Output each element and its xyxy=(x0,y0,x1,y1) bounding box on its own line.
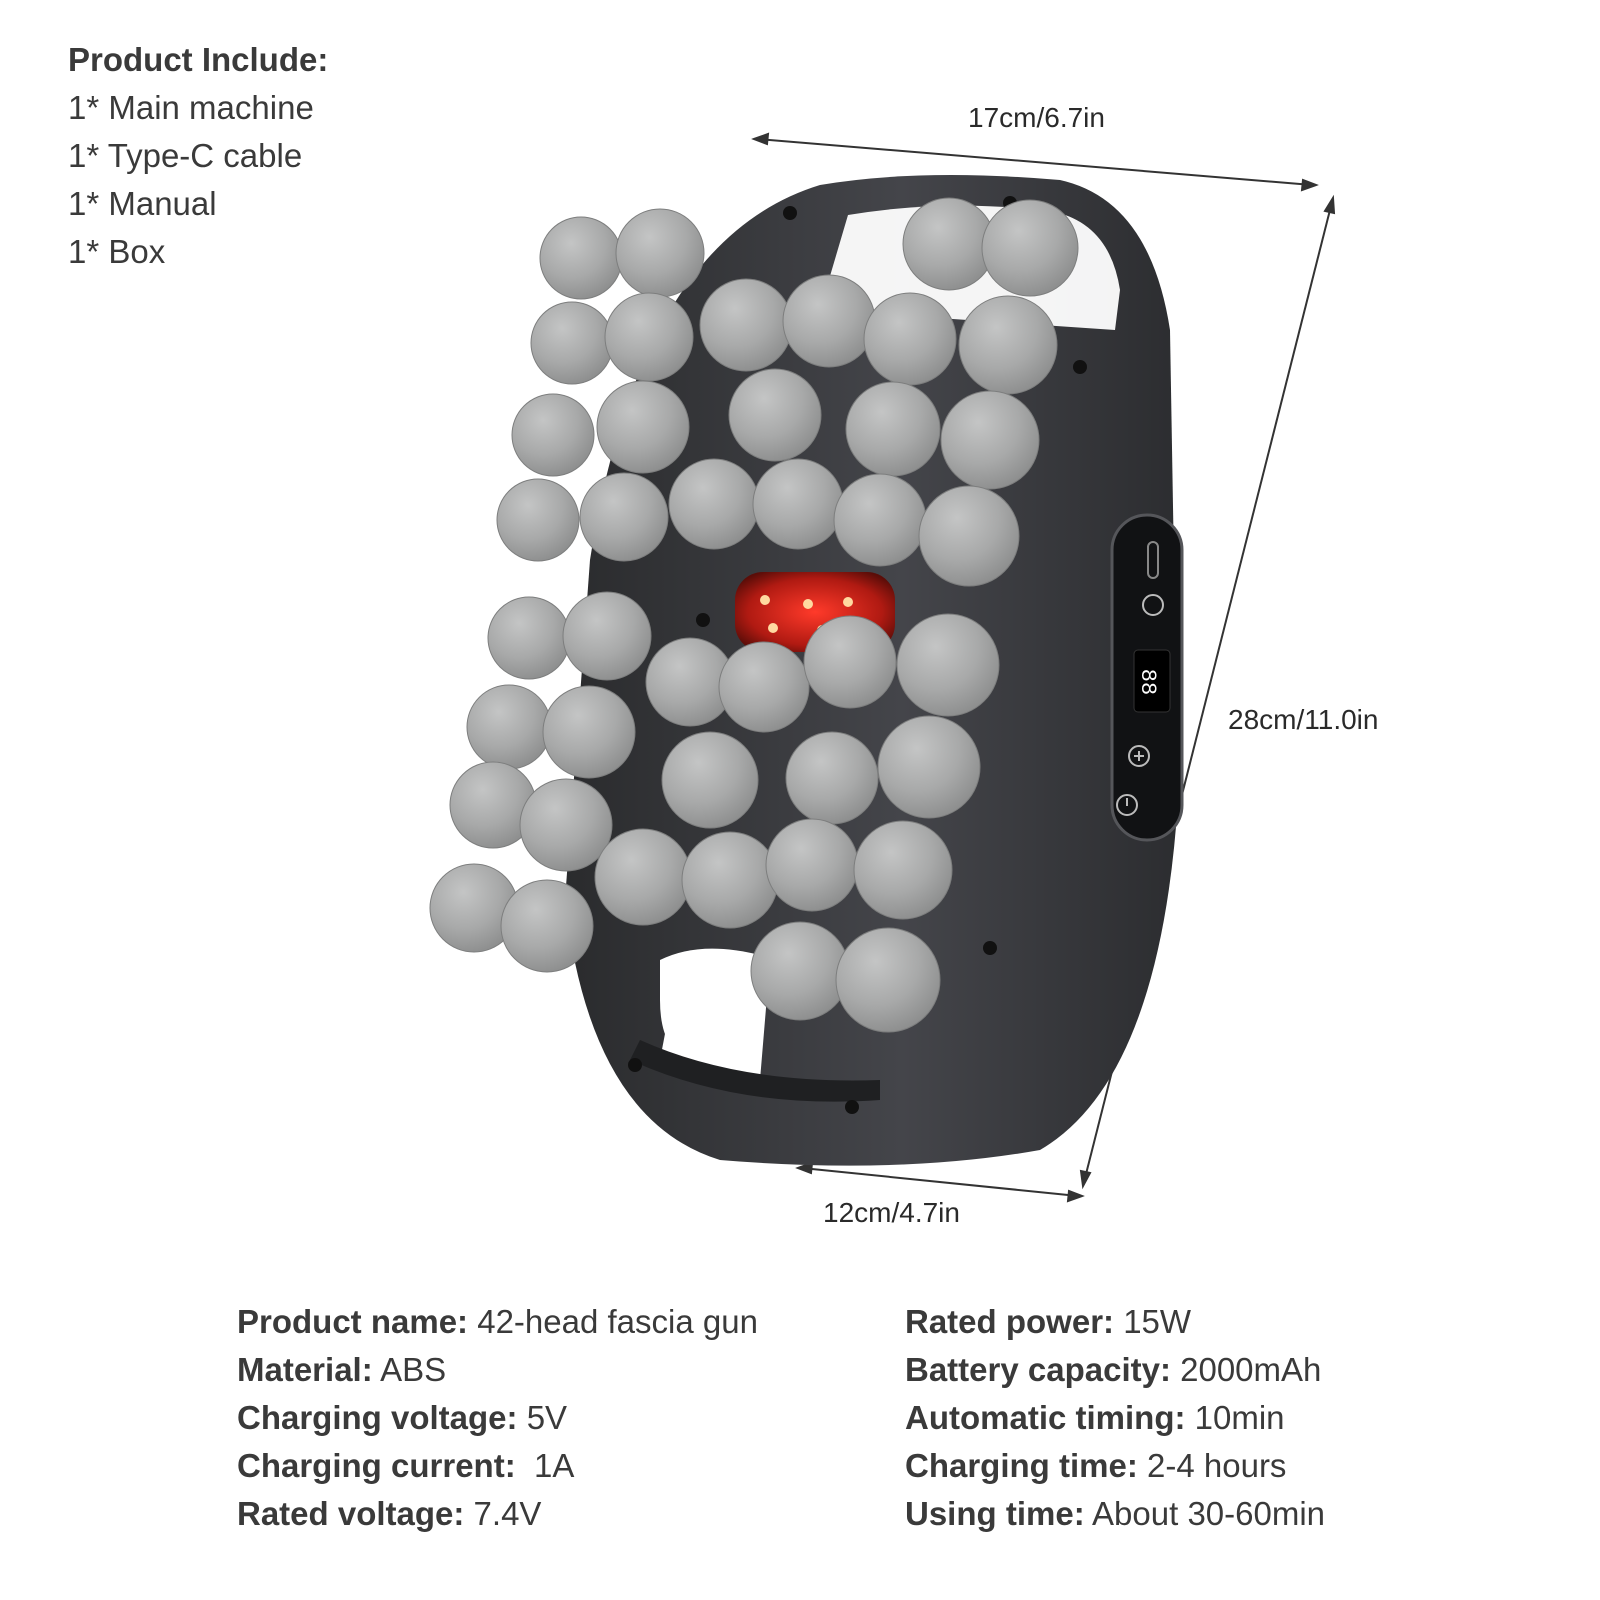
spec-label: Charging current: xyxy=(237,1447,516,1484)
dimension-depth-label: 12cm/4.7in xyxy=(823,1197,960,1228)
include-item: 1* Type-C cable xyxy=(68,137,303,174)
massage-head-ball xyxy=(579,472,669,562)
massage-head-ball xyxy=(596,380,690,474)
spec-label: Rated power: xyxy=(905,1303,1115,1340)
massage-head-ball xyxy=(785,731,879,825)
massage-head-ball xyxy=(896,613,1000,717)
spec-row: Charging time: 2-4 hours xyxy=(905,1442,1325,1490)
dimension-height-label: 28cm/11.0in xyxy=(1228,704,1379,735)
massage-head-ball xyxy=(940,390,1040,490)
massage-head-ball xyxy=(668,458,760,550)
massage-head-ball xyxy=(863,292,957,386)
spec-value: 2000mAh xyxy=(1180,1351,1322,1388)
massage-head-ball xyxy=(466,684,552,770)
product-include-heading: Product Include: xyxy=(68,41,329,78)
specs-left-column: Product name: 42-head fascia gun Materia… xyxy=(237,1298,758,1538)
massage-head-ball xyxy=(661,731,759,829)
spec-row: Battery capacity: 2000mAh xyxy=(905,1346,1325,1394)
control-panel: 88 xyxy=(1110,513,1184,842)
spec-label: Charging time: xyxy=(905,1447,1138,1484)
massage-head-ball xyxy=(511,393,595,477)
spec-row: Material: ABS xyxy=(237,1346,758,1394)
massage-head-ball xyxy=(750,921,850,1021)
spec-value: About 30-60min xyxy=(1092,1495,1326,1532)
massage-head-ball xyxy=(699,278,793,372)
massage-head-ball xyxy=(835,927,941,1033)
spec-value: 2-4 hours xyxy=(1147,1447,1287,1484)
massage-head-ball xyxy=(542,685,636,779)
massage-head-ball xyxy=(615,208,705,298)
include-item: 1* Manual xyxy=(68,185,217,222)
spec-label: Battery capacity: xyxy=(905,1351,1171,1388)
plus-icon xyxy=(1128,745,1150,767)
massage-head-ball xyxy=(845,381,941,477)
massage-head-ball xyxy=(604,292,694,382)
include-item: 1* Box xyxy=(68,233,166,270)
mode-icon xyxy=(1142,594,1164,616)
dimension-width-label: 17cm/6.7in xyxy=(968,102,1105,133)
spec-value: 42-head fascia gun xyxy=(477,1303,758,1340)
spec-value: 7.4V xyxy=(473,1495,542,1532)
massage-heads xyxy=(429,197,1079,1033)
spec-label: Product name: xyxy=(237,1303,469,1340)
massage-head-ball xyxy=(728,368,822,462)
spec-label: Rated voltage: xyxy=(237,1495,465,1532)
digital-display xyxy=(1133,649,1171,713)
massage-head-ball xyxy=(500,879,594,973)
massage-head-ball xyxy=(718,641,810,733)
spec-row: Product name: 42-head fascia gun xyxy=(237,1298,758,1346)
spec-row: Automatic timing: 10min xyxy=(905,1394,1325,1442)
spec-row: Rated voltage: 7.4V xyxy=(237,1490,758,1538)
massage-head-ball xyxy=(958,295,1058,395)
massage-head-ball xyxy=(918,485,1020,587)
massage-head-ball xyxy=(539,216,623,300)
massage-head-ball xyxy=(765,818,859,912)
massage-head-ball xyxy=(782,274,876,368)
massage-head-ball xyxy=(519,778,613,872)
spec-value: 5V xyxy=(526,1399,568,1436)
spec-row: Rated power: 15W xyxy=(905,1298,1325,1346)
massage-head-ball xyxy=(981,199,1079,297)
spec-value: ABS xyxy=(380,1351,447,1388)
display-readout: 88 xyxy=(1135,669,1160,695)
spec-value: 10min xyxy=(1194,1399,1285,1436)
massage-head-ball xyxy=(562,591,652,681)
product-include-list: Product Include: 1* Main machine 1* Type… xyxy=(68,36,328,276)
massage-head-ball xyxy=(487,596,571,680)
usb-c-port-icon xyxy=(1147,541,1159,579)
massage-head-ball xyxy=(530,301,614,385)
spec-label: Material: xyxy=(237,1351,373,1388)
massage-head-ball xyxy=(902,197,996,291)
spec-row: Using time: About 30-60min xyxy=(905,1490,1325,1538)
massage-head-ball xyxy=(853,820,953,920)
spec-value: 15W xyxy=(1123,1303,1192,1340)
massage-head-ball xyxy=(833,473,927,567)
spec-label: Using time: xyxy=(905,1495,1085,1532)
massage-head-ball xyxy=(803,615,897,709)
spec-value: 1A xyxy=(534,1447,575,1484)
power-icon xyxy=(1116,794,1138,816)
spec-label: Automatic timing: xyxy=(905,1399,1186,1436)
spec-row: Charging voltage: 5V xyxy=(237,1394,758,1442)
specs-right-column: Rated power: 15W Battery capacity: 2000m… xyxy=(905,1298,1325,1538)
massage-head-ball xyxy=(877,715,981,819)
massage-head-ball xyxy=(752,458,844,550)
massage-head-ball xyxy=(681,831,779,929)
spec-row: Charging current: 1A xyxy=(237,1442,758,1490)
spec-label: Charging voltage: xyxy=(237,1399,518,1436)
massage-head-ball xyxy=(496,478,580,562)
massage-head-ball xyxy=(594,828,692,926)
include-item: 1* Main machine xyxy=(68,89,314,126)
